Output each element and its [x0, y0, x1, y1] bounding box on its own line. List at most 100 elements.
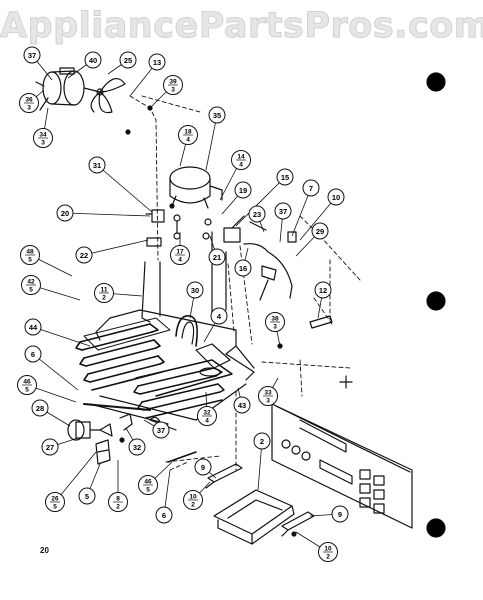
callout-denominator: 3: [273, 324, 277, 331]
callout-circle: [276, 168, 294, 186]
callout-label: 4: [217, 312, 222, 321]
leader-line: [205, 114, 218, 171]
callout-label: 9: [338, 510, 342, 519]
callout-circle: [78, 487, 96, 505]
callout-label: 12: [319, 286, 327, 295]
callout-denominator: 2: [191, 502, 195, 509]
callout-c48_5: 485: [20, 245, 73, 277]
callout-c35: 35: [205, 106, 226, 171]
callout-circle: [210, 307, 228, 325]
callout-circle: [274, 202, 292, 220]
callout-denominator: 5: [28, 257, 32, 264]
callout-label: 30: [191, 286, 199, 295]
callout-label: 23: [253, 210, 261, 219]
callout-circle: [234, 181, 252, 199]
binder-hole-icon: [426, 518, 446, 538]
leader-line: [64, 212, 151, 217]
callout-c10_2: 102: [183, 481, 211, 510]
leader-line: [299, 196, 337, 241]
callout-denominator: 5: [25, 387, 29, 394]
callout-c37c: 37: [143, 419, 170, 439]
callout-denominator: 3: [41, 140, 45, 147]
callout-denominator: 2: [102, 295, 106, 302]
callout-label: 37: [279, 207, 287, 216]
callout-label: 6: [162, 511, 166, 520]
callout-c20: 20: [56, 204, 151, 222]
callout-c6b: 6: [155, 469, 173, 524]
callout-circle: [84, 51, 102, 69]
callout-denominator: 4: [178, 257, 182, 264]
callout-numerator: 10: [189, 494, 197, 501]
leader-line: [32, 326, 91, 347]
callout-label: 19: [239, 186, 247, 195]
leader-line: [32, 353, 79, 391]
callout-numerator: 33: [264, 390, 272, 397]
control-panel: [271, 403, 413, 529]
callout-numerator: 10: [324, 546, 332, 553]
callout-denominator: 4: [205, 418, 209, 425]
callout-circle: [155, 506, 173, 524]
callout-label: 32: [133, 443, 141, 452]
callout-c10_2b: 102: [295, 531, 338, 562]
callout-circle: [208, 106, 226, 124]
callout-label: 9: [201, 463, 205, 472]
leader-line: [235, 176, 286, 227]
drain-tray: [213, 489, 295, 545]
callout-circle: [331, 505, 349, 523]
callout-circle: [75, 246, 93, 264]
callout-c21: 21: [208, 235, 226, 266]
callout-c30: 30: [186, 281, 204, 319]
fan-motor-assembly: [35, 67, 126, 114]
callout-label: 43: [238, 401, 246, 410]
leader-line: [96, 164, 153, 213]
callout-label: 20: [61, 209, 69, 218]
callout-c46_5: 465: [17, 375, 77, 403]
callout-denominator: 4: [239, 162, 243, 169]
callout-label: 16: [239, 264, 247, 273]
callout-circle: [194, 458, 212, 476]
callout-c19: 19: [221, 181, 252, 215]
callout-c39_3: 393: [149, 75, 183, 109]
callout-c26_5: 265: [45, 451, 97, 512]
callout-label: 6: [31, 350, 35, 359]
callout-label: 22: [80, 251, 88, 260]
relay-overload: [223, 215, 297, 301]
callout-c16: 16: [234, 247, 252, 277]
callout-circle: [56, 204, 74, 222]
callout-c28: 28: [31, 399, 71, 427]
callout-circle: [23, 46, 41, 64]
callout-label: 7: [309, 184, 313, 193]
callout-c15: 15: [235, 168, 294, 227]
callout-numerator: 18: [184, 129, 192, 136]
callout-label: 5: [85, 492, 89, 501]
callout-c18_4: 184: [178, 125, 198, 167]
callout-c14_4: 144: [219, 150, 251, 201]
callout-circle: [41, 438, 59, 456]
callout-c4: 4: [203, 307, 228, 343]
callout-numerator: 34: [39, 132, 47, 139]
callout-numerator: 8: [116, 496, 120, 503]
callout-numerator: 38: [271, 316, 279, 323]
callout-denominator: 3: [27, 105, 31, 112]
callout-numerator: 48: [26, 249, 34, 256]
callout-numerator: 36: [25, 97, 33, 104]
callout-c36_3: 363: [19, 89, 45, 113]
callout-denominator: 4: [186, 137, 190, 144]
callout-numerator: 11: [101, 287, 108, 294]
callout-c31: 31: [88, 156, 153, 213]
callout-circle: [88, 156, 106, 174]
callout-denominator: 5: [53, 504, 57, 511]
callout-label: 27: [46, 443, 54, 452]
callout-numerator: 26: [51, 496, 59, 503]
callout-denominator: 5: [146, 487, 150, 494]
binder-hole-icon: [426, 72, 446, 92]
callout-c9b: 9: [309, 505, 349, 523]
callout-c37b: 37: [274, 202, 292, 243]
callout-circle: [302, 179, 320, 197]
condenser-coil: [75, 317, 171, 391]
callout-circle: [311, 222, 329, 240]
callout-c2: 2: [253, 432, 271, 491]
callout-label: 44: [29, 323, 38, 332]
